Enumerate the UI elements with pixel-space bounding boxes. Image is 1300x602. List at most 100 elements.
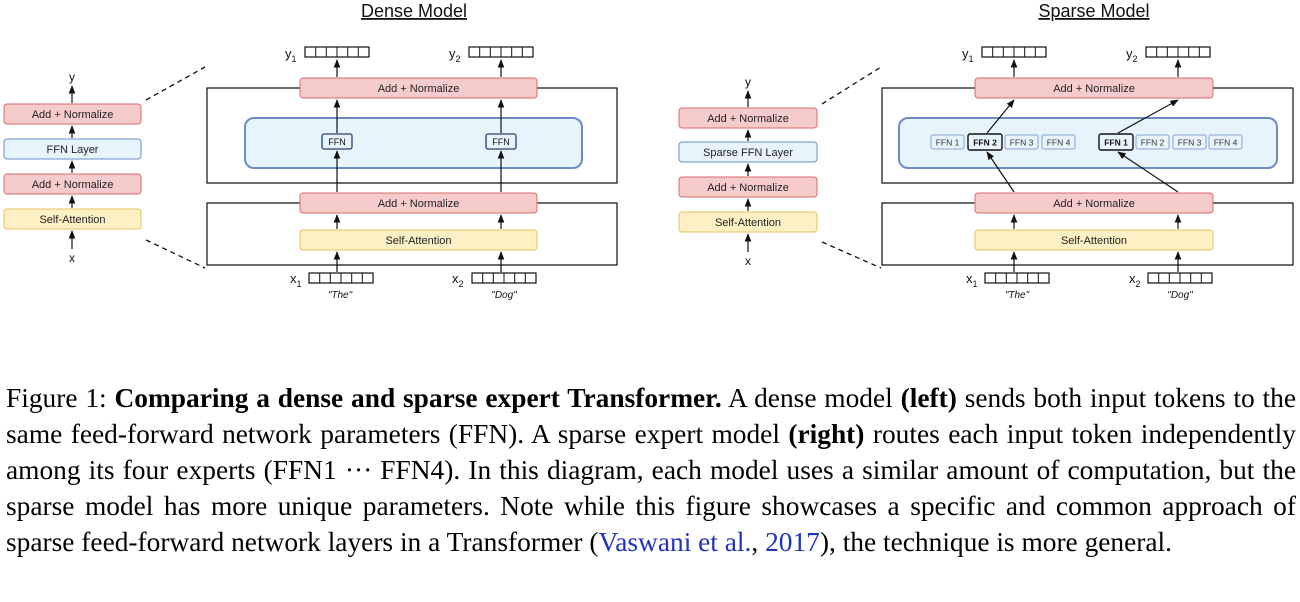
dense-ffn-layer-box (244, 117, 583, 169)
expert-left-ffn4 (1041, 134, 1076, 150)
sparse-experts-left: FFN 1 FFN 2 FFN 3 FFN 4 (930, 133, 1076, 151)
expert-right-ffn1-label: FFN 1 (1104, 138, 1128, 148)
sparse-y2-vector (1145, 46, 1211, 58)
dense-ffn-right-label: FFN (492, 137, 510, 147)
expert-left-ffn2 (967, 133, 1003, 151)
caption-title: Comparing a dense and sparse expert Tran… (114, 383, 722, 413)
dense-x2-vector (471, 272, 537, 284)
caption-text-3: routes each input token independently am… (6, 419, 1296, 557)
sparse-mid-add-normalize (974, 192, 1214, 214)
dense-ffn-left-label: FFN (328, 137, 346, 147)
caption-label: Figure 1: (6, 383, 107, 413)
sparse-zoom-line-bottom (821, 241, 882, 269)
dense-side-input-label: x (69, 251, 75, 265)
sparse-mid-add-normalize-label: Add + Normalize (1053, 198, 1135, 210)
dense-x2-label: x2 (452, 271, 464, 289)
dense-side-add-normalize-top (3, 103, 142, 125)
dense-top-add-normalize-label: Add + Normalize (378, 83, 460, 95)
dense-token-dog: "Dog" (491, 290, 517, 301)
dense-y2-vector (468, 46, 534, 58)
caption-text-2: sends both input tokens to the same feed… (6, 383, 1296, 449)
sparse-model-title: Sparse Model (1038, 1, 1149, 21)
expert-right-ffn4-label: FFN 4 (1214, 138, 1238, 148)
sparse-y1-label: y1 (962, 46, 974, 64)
expert-right-ffn1 (1098, 133, 1134, 151)
expert-right-ffn3-label: FFN 3 (1178, 138, 1202, 148)
dense-mid-add-normalize (299, 192, 538, 214)
dense-model-panel: Dense Model y Add + Normalize FFN Layer … (3, 1, 618, 301)
expert-left-ffn1-label: FFN 1 (936, 138, 960, 148)
dense-side-add-normalize-top-label: Add + Normalize (32, 109, 114, 121)
dense-side-self-attention (3, 208, 142, 230)
dense-top-add-normalize (299, 77, 538, 99)
citation-year-link[interactable]: 2017 (765, 527, 820, 557)
dense-model-title: Dense Model (361, 1, 467, 21)
expert-left-ffn2-label: FFN 2 (973, 138, 997, 148)
caption-right: (right) (788, 419, 865, 449)
figure-caption: Figure 1: Comparing a dense and sparse e… (6, 380, 1296, 560)
dense-residual-top (206, 87, 618, 184)
expert-right-ffn3 (1172, 134, 1207, 150)
route-arrow-x2-out (1117, 99, 1179, 134)
sparse-self-attention (974, 229, 1214, 251)
expert-left-ffn4-label: FFN 4 (1047, 138, 1071, 148)
sparse-residual-top (881, 87, 1294, 184)
sparse-x1-vector (984, 272, 1050, 284)
dense-self-attention (299, 229, 538, 251)
dense-side-ffn-layer (3, 138, 142, 160)
sparse-token-the: "The" (1005, 290, 1030, 301)
sparse-side-input-label: x (745, 254, 751, 268)
dense-x1-label: x1 (290, 271, 302, 289)
sparse-side-stack: y Add + Normalize Sparse FFN Layer Add +… (678, 75, 818, 268)
expert-left-ffn1 (930, 134, 965, 150)
figure-diagram: Dense Model y Add + Normalize FFN Layer … (3, 1, 1294, 301)
sparse-side-output-label: y (745, 75, 751, 89)
sparse-x1-label: x1 (966, 271, 978, 289)
sparse-side-add-normalize-top-label: Add + Normalize (707, 113, 789, 125)
expert-left-ffn3-label: FFN 3 (1010, 138, 1034, 148)
sparse-x2-label: x2 (1129, 271, 1141, 289)
sparse-side-ffn-layer-label: Sparse FFN Layer (703, 147, 793, 159)
caption-text-4: ), the technique is more general. (819, 527, 1173, 557)
expert-right-ffn4 (1208, 134, 1243, 150)
dense-zoom-line-top (145, 66, 206, 101)
dense-token-the: "The" (328, 290, 353, 301)
dense-y1-vector (304, 46, 370, 58)
dense-side-output-label: y (69, 70, 75, 84)
route-arrow-x1-out (986, 99, 1015, 134)
dense-ffn-left (321, 133, 353, 150)
dense-y1-label: y1 (285, 46, 297, 64)
sparse-side-add-normalize-bottom-label: Add + Normalize (707, 182, 789, 194)
sparse-top-add-normalize-label: Add + Normalize (1053, 83, 1135, 95)
dense-side-add-normalize-bottom-label: Add + Normalize (32, 179, 114, 191)
sparse-residual-bottom (881, 202, 1294, 266)
citation-author-link[interactable]: Vaswani et al. (598, 527, 752, 557)
dense-mid-add-normalize-label: Add + Normalize (378, 198, 460, 210)
dense-side-add-normalize-bottom (3, 173, 142, 195)
dense-self-attention-label: Self-Attention (385, 235, 451, 247)
sparse-side-add-normalize-top (678, 107, 818, 129)
dense-y2-label: y2 (449, 46, 461, 64)
route-arrow-x2-in (1117, 151, 1179, 193)
citation-separator: , (751, 527, 766, 557)
sparse-top-add-normalize (974, 77, 1214, 99)
sparse-zoom-line-top (821, 66, 882, 105)
sparse-side-self-attention-label: Self-Attention (715, 217, 781, 229)
sparse-x2-vector (1147, 272, 1213, 284)
sparse-y2-label: y2 (1126, 46, 1138, 64)
sparse-model-panel: Sparse Model y Add + Normalize Sparse FF… (678, 1, 1294, 301)
dense-side-ffn-layer-label: FFN Layer (47, 144, 99, 156)
route-arrow-x1-in (986, 151, 1015, 193)
sparse-y1-vector (981, 46, 1047, 58)
expert-right-ffn2-label: FFN 2 (1141, 138, 1165, 148)
dense-side-stack: y Add + Normalize FFN Layer Add + Normal… (3, 70, 142, 265)
caption-left: (left) (900, 383, 957, 413)
sparse-side-ffn-layer (678, 141, 818, 163)
dense-x1-vector (308, 272, 374, 284)
dense-side-self-attention-label: Self-Attention (39, 214, 105, 226)
sparse-self-attention-label: Self-Attention (1061, 235, 1127, 247)
expert-right-ffn2 (1135, 134, 1170, 150)
dense-residual-bottom (206, 202, 618, 266)
sparse-side-add-normalize-bottom (678, 176, 818, 198)
dense-zoom-line-bottom (145, 239, 206, 269)
